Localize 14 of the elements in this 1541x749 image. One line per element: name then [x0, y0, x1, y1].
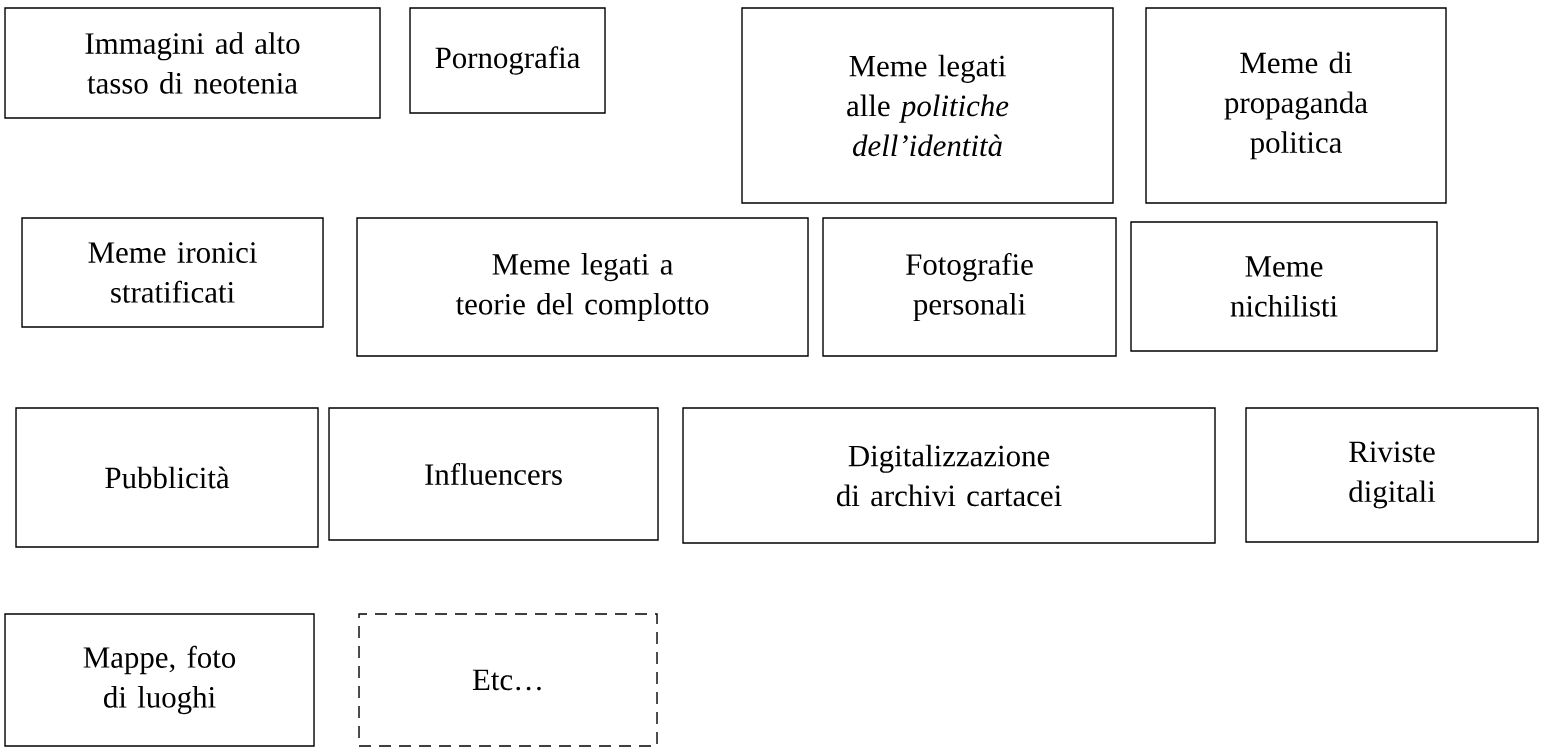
- category-box: Riviste digitali: [1245, 407, 1539, 543]
- category-box: Influencers: [328, 407, 659, 541]
- category-box: Mappe, foto di luoghi: [4, 613, 315, 747]
- category-box: Etc…: [358, 613, 658, 747]
- category-box: Fotografie personali: [822, 217, 1117, 357]
- category-box: Immagini ad alto tasso di neotenia: [4, 7, 381, 119]
- category-box: Meme legati a teorie del complotto: [356, 217, 809, 357]
- category-box: Meme di propaganda politica: [1145, 7, 1447, 204]
- category-box: Meme legati alle politiche dell’identità: [741, 7, 1114, 204]
- category-box: Meme nichilisti: [1130, 221, 1438, 352]
- category-box: Digitalizzazione di archivi cartacei: [682, 407, 1216, 544]
- category-box: Meme ironici stratificati: [21, 217, 324, 328]
- category-box: Pubblicità: [15, 407, 319, 548]
- category-box: Pornografia: [409, 7, 606, 114]
